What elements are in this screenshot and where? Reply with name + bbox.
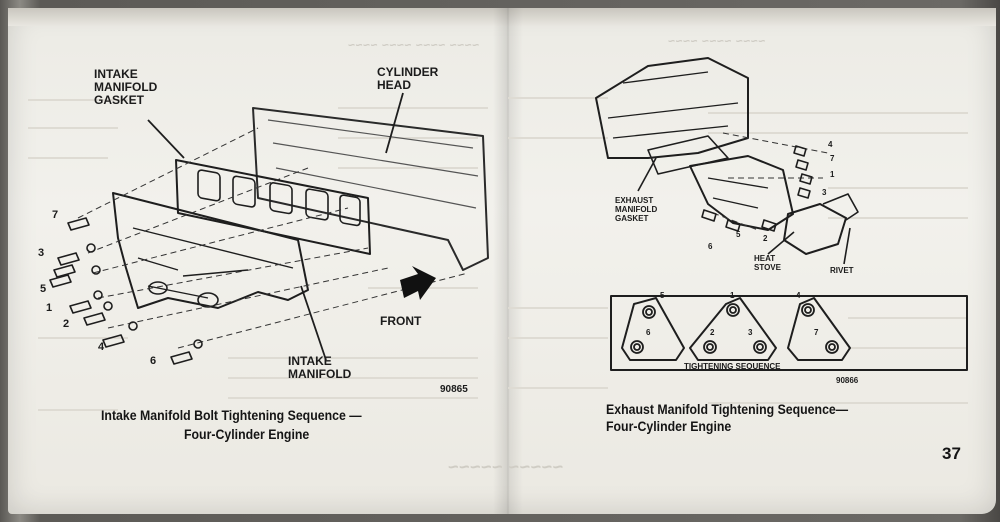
label-exhaust-manifold-gasket: EXHAUST MANIFOLD GASKET [615,196,658,223]
heat-stove-shape [783,203,847,255]
bolt-number: 6 [708,242,713,251]
caption-left-line2: Four-Cylinder Engine [184,426,310,442]
bolt-number: 5 [40,283,47,295]
sequence-number: 6 [646,328,651,337]
intake-gasket-shape [175,159,371,255]
engine-diagram-lines [49,57,968,371]
sequence-number: 2 [710,328,715,337]
bleed-through-text-1: ~~~~ ~~~~ ~~~~ ~~~~ [348,38,480,52]
sequence-number: 7 [814,328,819,337]
sequence-box [610,295,968,371]
cylinder-head-shape [252,107,489,271]
bolt-number: 6 [150,355,157,367]
sequence-lobe-center [689,297,777,361]
bolt-number: 1 [46,302,53,314]
bolt-number: 4 [828,140,833,149]
bolt-number: 1 [830,170,835,179]
page-number: 37 [942,444,961,463]
label-cylinder-head: CYLINDER HEAD [377,65,439,92]
sequence-lobe-left [621,297,685,361]
bleed-through-text-2: ~~~~ ~~~~ ~~~~ [668,34,766,48]
label-tightening-sequence: TIGHTENING SEQUENCE [684,362,781,371]
bleed-through-text-3: ~~~~~ ~~~~~ [448,457,564,477]
bolt-number: 2 [63,318,70,330]
intake-manifold-shape [112,192,309,309]
label-front: FRONT [380,314,422,328]
caption-right-line1: Exhaust Manifold Tightening Sequence— [606,401,849,417]
manual-page: ~~~~ ~~~~ ~~~~ ~~~~ ~~~~ ~~~~ ~~~~ ~~~~~… [8,8,996,514]
bolt-number: 2 [763,234,768,243]
caption-right-line2: Four-Cylinder Engine [606,418,732,434]
sequence-number: 5 [660,291,665,300]
label-figure-90866: 90866 [836,376,859,385]
page-spine-shadow [493,8,523,514]
sequence-number: 4 [796,291,801,300]
bolt-number: 4 [98,341,105,353]
label-intake-manifold-gasket: INTAKE MANIFOLD GASKET [94,67,158,107]
bolt-number: 7 [830,154,835,163]
front-arrow-icon [400,266,436,300]
caption-left-line1: Intake Manifold Bolt Tightening Sequence… [101,407,362,423]
label-intake-manifold: INTAKE MANIFOLD [288,354,352,381]
bolt-number: 5 [736,230,741,239]
engine-block-shape [595,57,749,159]
page-top-edge [8,8,996,26]
label-figure-90865: 90865 [440,384,468,395]
bolt-number: 3 [38,247,45,259]
sequence-number: 3 [748,328,753,337]
label-rivet: RIVET [830,266,854,275]
sequence-number: 1 [730,291,735,300]
bolt-number: 3 [822,188,827,197]
sequence-lobe-right [787,297,851,361]
exhaust-gasket-shape [647,135,729,175]
label-heat-stove: HEAT STOVE [754,254,781,272]
bolt-number: 7 [52,209,59,221]
exhaust-manifold-shape [689,155,794,231]
